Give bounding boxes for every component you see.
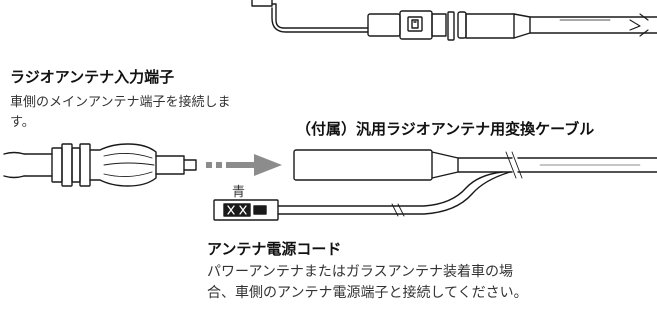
radio-terminal-description: 車側のメインアンテナ端子を接続します。 — [10, 95, 231, 130]
radio-terminal-title: ラジオアンテナ入力端子 — [10, 68, 175, 86]
antenna-power-cord — [277, 171, 511, 217]
radio-antenna-plug-icon — [3, 143, 197, 187]
spade-connector-icon — [213, 199, 279, 221]
wire-color-label: 青 — [232, 185, 246, 200]
cable-socket-icon — [293, 149, 433, 181]
power-cord-description: パワーアンテナまたはガラスアンテナ装着車の場合、車側のアンテナ電源端子と接続して… — [207, 264, 528, 301]
conversion-cable — [293, 149, 657, 181]
power-cord-title: アンテナ電源コード — [207, 240, 342, 258]
din-plug-icon — [367, 10, 455, 41]
conversion-cable-title: （付属）汎用ラジオアンテナ用変換ケーブル — [296, 120, 595, 138]
right-arrow-icon — [206, 154, 282, 176]
socket-icon — [457, 11, 657, 39]
top-connector-assembly — [251, 0, 657, 41]
